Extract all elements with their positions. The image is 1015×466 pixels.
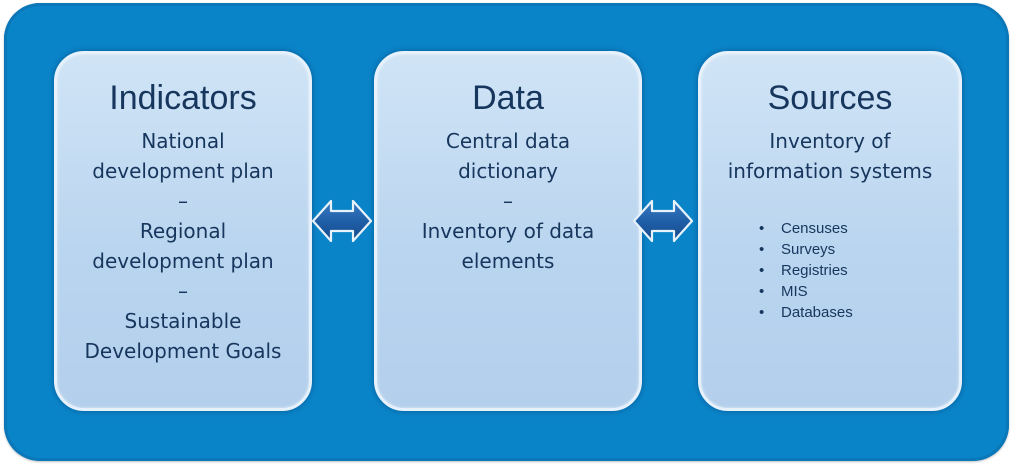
list-item: • MIS bbox=[755, 281, 959, 302]
panel-body: National development plan – Regional dev… bbox=[57, 126, 309, 366]
diagram-frame: Indicators National development plan – R… bbox=[4, 3, 1009, 461]
double-arrow-icon bbox=[311, 199, 373, 243]
panel-line: Inventory of data bbox=[421, 219, 595, 243]
sources-panel: Sources Inventory of information systems… bbox=[698, 51, 962, 411]
list-item-label: Databases bbox=[781, 304, 853, 321]
list-item: • Registries bbox=[755, 260, 959, 281]
panel-line: National bbox=[141, 129, 225, 153]
bullet-icon: • bbox=[759, 220, 765, 237]
list-item-label: Censuses bbox=[781, 220, 848, 237]
panel-separator: – bbox=[503, 189, 513, 213]
panel-body: Inventory of information systems bbox=[701, 126, 959, 186]
sources-list: • Censuses • Surveys • Registries • MIS • Dat… bbox=[755, 218, 959, 323]
panel-title: Indicators bbox=[109, 79, 257, 117]
indicators-panel: Indicators National development plan – R… bbox=[54, 51, 312, 411]
list-item: • Censuses bbox=[755, 218, 959, 239]
panel-line: development plan bbox=[92, 159, 274, 183]
double-arrow-icon bbox=[632, 199, 694, 243]
panel-title: Sources bbox=[767, 79, 893, 117]
panel-title: Data bbox=[472, 79, 544, 117]
panel-line: elements bbox=[461, 249, 555, 273]
panel-line: Development Goals bbox=[84, 339, 282, 363]
panel-separator: – bbox=[178, 189, 188, 213]
bullet-icon: • bbox=[759, 241, 765, 258]
list-item: • Surveys bbox=[755, 239, 959, 260]
list-item-label: Surveys bbox=[781, 241, 836, 258]
panel-line: dictionary bbox=[458, 159, 558, 183]
panel-line: Inventory of bbox=[769, 129, 891, 153]
panel-line: development plan bbox=[92, 249, 274, 273]
panel-line: information systems bbox=[727, 159, 933, 183]
panel-line: Central data bbox=[445, 129, 571, 153]
bullet-icon: • bbox=[759, 283, 765, 300]
list-item-label: Registries bbox=[781, 262, 848, 279]
data-panel: Data Central data dictionary – Inventory… bbox=[374, 51, 642, 411]
bullet-icon: • bbox=[759, 304, 765, 321]
panel-line: Sustainable bbox=[124, 309, 242, 333]
panel-separator: – bbox=[178, 279, 188, 303]
panel-body: Central data dictionary – Inventory of d… bbox=[377, 126, 639, 276]
list-item: • Databases bbox=[755, 302, 959, 323]
list-item-label: MIS bbox=[781, 283, 808, 300]
panel-line: Regional bbox=[139, 219, 227, 243]
bullet-icon: • bbox=[759, 262, 765, 279]
